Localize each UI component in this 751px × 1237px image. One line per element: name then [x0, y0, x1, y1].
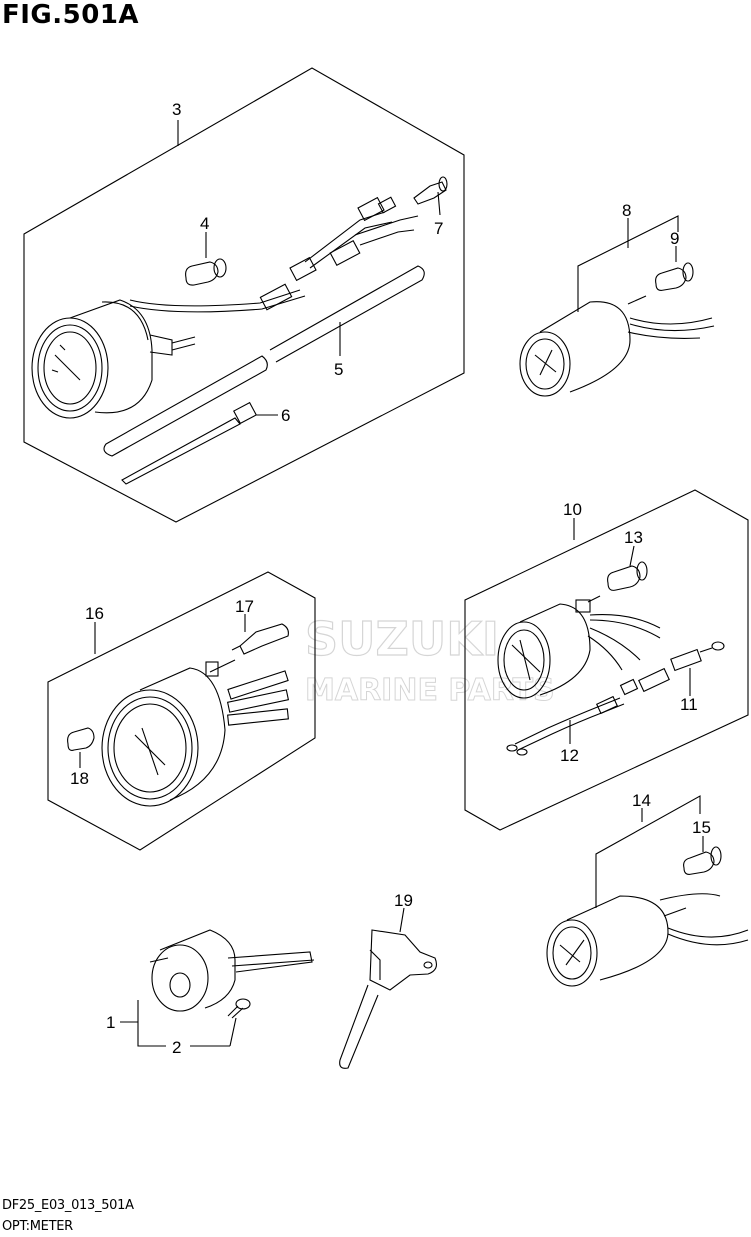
kit-10-outline	[464, 489, 749, 831]
bulb-18	[67, 727, 95, 751]
callout-10: 10	[563, 500, 582, 519]
harness-12	[506, 667, 670, 756]
kit-16-gauge	[101, 659, 290, 807]
figure-title: FIG.501A	[2, 0, 140, 30]
screw-2	[227, 998, 251, 1019]
callout-12: 12	[560, 746, 579, 765]
leader-lines	[79, 120, 704, 933]
callout-7: 7	[434, 219, 443, 238]
figure-name: OPT:METER	[2, 1219, 73, 1234]
bulb-4	[185, 258, 227, 286]
figure-code: DF25_E03_013_501A	[2, 1198, 134, 1213]
band-6	[121, 401, 257, 485]
callout-13: 13	[624, 528, 643, 547]
bulb-13	[607, 561, 648, 591]
kit-3-gauge	[31, 196, 419, 419]
callout-19: 19	[394, 891, 413, 910]
kit-16-outline	[47, 571, 316, 851]
callout-17: 17	[235, 597, 254, 616]
kit-10-gauge	[497, 595, 661, 699]
harness-11	[670, 641, 725, 672]
sender-19	[339, 929, 437, 1069]
hose-5	[103, 265, 425, 457]
bracket-1	[149, 929, 315, 1012]
watermark: SUZUKI MARINE PARTS	[304, 611, 555, 708]
callout-3: 3	[172, 100, 181, 119]
bulb-7	[413, 176, 448, 205]
callout-9: 9	[670, 229, 679, 248]
callout-11: 11	[680, 695, 698, 714]
callout-numbers: 1 2 3 4 5 6 7 8 9 10 11 12 13 14 15 16 1…	[70, 100, 711, 1057]
bulb-15	[683, 846, 722, 875]
callout-6: 6	[281, 406, 290, 425]
watermark-line1: SUZUKI	[305, 612, 499, 666]
kit-3-outline	[23, 67, 465, 523]
callout-2: 2	[172, 1038, 181, 1057]
callout-5: 5	[334, 360, 343, 379]
kit-14-gauge	[546, 893, 749, 987]
callout-16: 16	[85, 604, 104, 623]
callout-4: 4	[200, 214, 209, 233]
callout-1: 1	[106, 1013, 115, 1032]
kit-8-gauge	[519, 295, 715, 397]
callout-14: 14	[632, 791, 651, 810]
bulb-17	[231, 623, 289, 655]
callout-bracket-1-2	[120, 1000, 237, 1047]
callout-18: 18	[70, 769, 89, 788]
kit-14-bracket	[595, 795, 701, 908]
watermark-line2: MARINE PARTS	[305, 673, 555, 708]
callout-8: 8	[622, 201, 631, 220]
bulb-9	[655, 262, 694, 291]
callout-15: 15	[692, 818, 711, 837]
